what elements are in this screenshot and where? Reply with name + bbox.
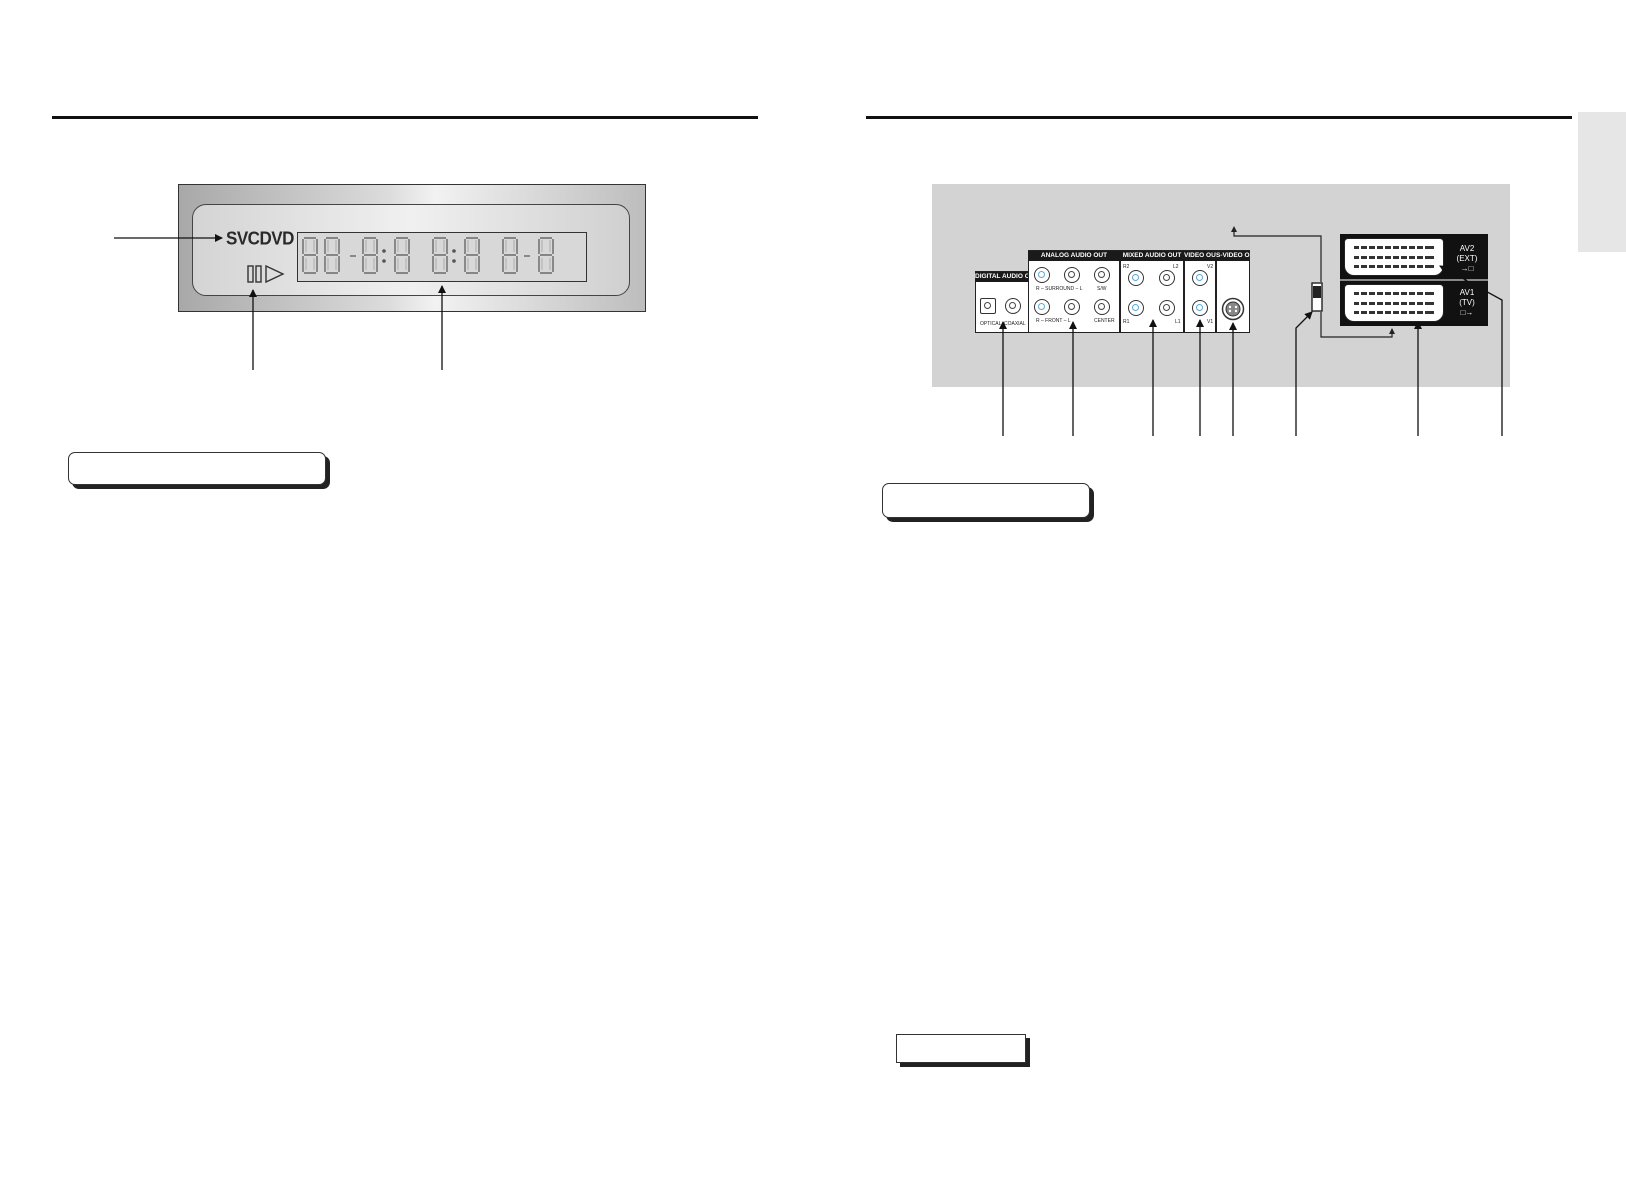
coaxial-out-jack[interactable] — [1005, 298, 1021, 314]
r1-label: R1 — [1123, 319, 1130, 325]
av2-input-arrow-icon: →□ — [1460, 264, 1474, 273]
av1-tv-label: AV1 (TV) □→ — [1450, 288, 1484, 318]
av2-line1: AV2 — [1459, 244, 1475, 253]
right-page-header-rule — [866, 116, 1572, 119]
s-video-out-heading: S-VIDEO OUT — [1216, 251, 1250, 261]
optical-label: OPTICAL — [980, 321, 1002, 327]
av1-line1: AV1 — [1459, 288, 1475, 297]
surround-label: R – SURROUND – L — [1036, 286, 1083, 292]
optical-out-jack[interactable] — [980, 298, 996, 314]
av1-line2: (TV) — [1459, 298, 1475, 307]
front-l-jack[interactable] — [1064, 299, 1080, 315]
mixed-audio-out-block — [1120, 250, 1184, 333]
surround-l-jack[interactable] — [1064, 267, 1080, 283]
video-v1-jack[interactable] — [1192, 300, 1208, 316]
scart-av2-ext-connector[interactable] — [1344, 238, 1444, 276]
mixed-r1-jack[interactable] — [1128, 300, 1144, 316]
mixed-audio-out-heading: MIXED AUDIO OUT — [1120, 251, 1184, 261]
av2-line2: (EXT) — [1456, 254, 1478, 263]
analog-audio-out-block — [1028, 250, 1120, 333]
digital-audio-out-heading: DIGITAL AUDIO OUT — [975, 272, 1029, 282]
left-page-header-rule — [52, 116, 758, 119]
page-thumb-tab — [1578, 112, 1626, 252]
subwoofer-jack[interactable] — [1094, 267, 1110, 283]
r2-label: R2 — [1123, 264, 1130, 270]
analog-audio-out-heading: ANALOG AUDIO OUT — [1028, 251, 1120, 261]
seven-segment-display — [297, 232, 587, 282]
l2-label: L2 — [1173, 264, 1179, 270]
subwoofer-label: S/W — [1097, 286, 1107, 292]
av2-ext-label: AV2 (EXT) →□ — [1450, 244, 1484, 274]
front-r-jack[interactable] — [1034, 299, 1050, 315]
front-label: R – FRONT – L — [1036, 318, 1071, 324]
s-video-jack-icon[interactable] — [1221, 297, 1245, 321]
disc-type-indicator: SVCDVD — [226, 228, 294, 249]
video-out-heading: VIDEO OUT — [1184, 251, 1216, 261]
av1-output-arrow-icon: □→ — [1460, 308, 1474, 317]
mixed-l1-jack[interactable] — [1159, 300, 1175, 316]
pause-play-indicator-icon — [247, 264, 285, 284]
mixed-r2-jack[interactable] — [1128, 270, 1144, 286]
video-v2-jack[interactable] — [1192, 270, 1208, 286]
surround-r-jack[interactable] — [1034, 267, 1050, 283]
center-jack[interactable] — [1094, 299, 1110, 315]
v2-label: V2 — [1207, 264, 1214, 270]
video-output-select-switch-icon[interactable] — [1310, 282, 1324, 312]
front-display-section-label-box — [68, 452, 326, 485]
coaxial-label: COAXIAL — [1004, 321, 1026, 327]
mixed-l2-jack[interactable] — [1159, 270, 1175, 286]
l1-label: L1 — [1175, 319, 1181, 325]
note-label-box — [896, 1034, 1026, 1063]
center-label: CENTER — [1094, 318, 1115, 324]
scart-av1-tv-connector[interactable] — [1344, 284, 1444, 322]
v1-label: V1 — [1207, 319, 1214, 325]
rear-panel-section-label-box — [882, 483, 1090, 518]
segment-digits-icon — [302, 237, 554, 274]
